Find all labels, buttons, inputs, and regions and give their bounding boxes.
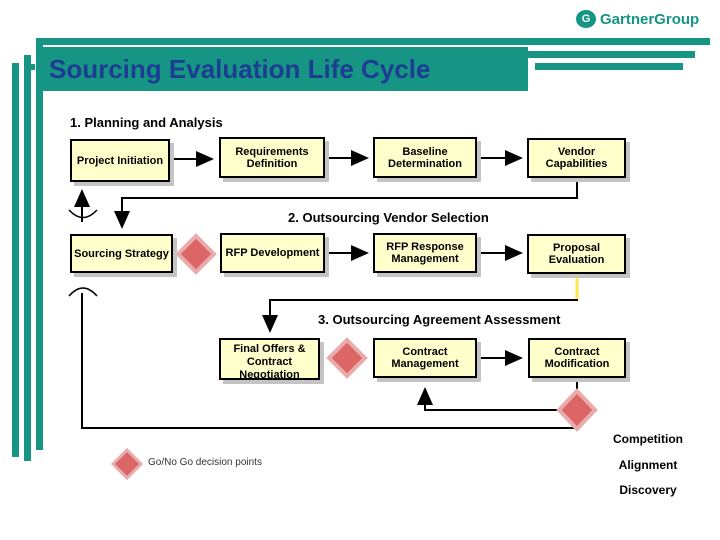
box-label: Vendor Capabilities: [545, 146, 608, 170]
right-accent-line-1: [528, 51, 695, 58]
annotation-discovery: Discovery: [619, 483, 677, 497]
box-contract-management: Contract Management: [373, 338, 477, 378]
box-label: Proposal Evaluation: [548, 242, 605, 266]
box-project-initiation: Project Initiation: [70, 139, 170, 182]
accent-square: [30, 64, 35, 70]
box-requirements-definition: Requirements Definition: [219, 137, 325, 178]
slide-title-text: Sourcing Evaluation Life Cycle: [49, 54, 431, 84]
gartner-logo-text: GartnerGroup: [600, 10, 700, 28]
top-accent-line: [36, 38, 710, 45]
box-label: Contract Management: [391, 346, 459, 370]
box-rfp-development: RFP Development: [220, 233, 325, 273]
line-hop-arc-lower: [68, 287, 98, 297]
right-accent-line-2: [535, 63, 683, 70]
box-contract-modification: Contract Modification: [528, 338, 626, 378]
box-sourcing-strategy: Sourcing Strategy: [70, 234, 173, 273]
legend-label: Go/No Go decision points: [148, 457, 262, 468]
gartner-badge-icon: G: [576, 10, 596, 28]
decision-diamond-1: [175, 233, 217, 275]
box-proposal-evaluation: Proposal Evaluation: [527, 234, 626, 274]
legend-diamond-icon: [110, 447, 144, 481]
box-baseline-determination: Baseline Determination: [373, 137, 477, 178]
left-accent-bar-2: [24, 55, 31, 461]
annotation-competition: Competition: [613, 432, 683, 446]
loop-to-contract-management: [417, 387, 560, 411]
gartner-logo: G GartnerGroup: [576, 10, 699, 28]
box-vendor-capabilities: Vendor Capabilities: [527, 138, 626, 178]
box-final-offers-contract-negotiation: Final Offers & Contract Negotiation: [219, 338, 320, 380]
box-label: Requirements Definition: [235, 145, 309, 170]
left-accent-bar-3: [36, 40, 43, 450]
decision-diamond-3: [556, 388, 598, 432]
box-rfp-response-management: RFP Response Management: [373, 233, 477, 273]
box-label: Baseline Determination: [388, 145, 462, 170]
box-label: RFP Development: [225, 247, 320, 259]
box-label: RFP Response Management: [386, 241, 464, 265]
annotation-alignment: Alignment: [618, 458, 678, 472]
section-1-heading: 1. Planning and Analysis: [70, 115, 223, 130]
box-label: Sourcing Strategy: [74, 247, 169, 260]
line-hop-arc-upper: [68, 209, 98, 219]
left-accent-bar-1: [12, 63, 19, 457]
box-label: Final Offers & Contract Negotiation: [233, 343, 306, 380]
box-label: Project Initiation: [76, 154, 164, 167]
decision-diamond-2: [326, 337, 368, 379]
section-3-heading: 3. Outsourcing Agreement Assessment: [318, 312, 561, 327]
box-label: Contract Modification: [544, 346, 610, 370]
section-2-heading: 2. Outsourcing Vendor Selection: [288, 210, 489, 225]
slide-title: Sourcing Evaluation Life Cycle: [38, 47, 528, 91]
